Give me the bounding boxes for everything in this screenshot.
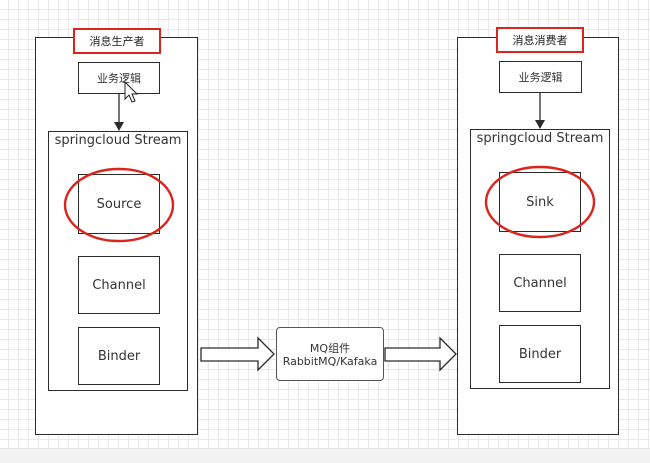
mq-box [276, 327, 384, 381]
producer-binder-box: Binder [78, 327, 160, 385]
producer-logic-box: 业务逻辑 [78, 62, 160, 94]
consumer-channel-box: Channel [499, 254, 581, 312]
producer-to-mq-arrow [200, 336, 275, 372]
source-box: Source [78, 174, 160, 234]
mq-title: MQ组件 [309, 342, 351, 355]
diagram-canvas: 消息生产者 业务逻辑 springcloud Stream Source Cha… [0, 0, 650, 448]
producer-stream-label: springcloud Stream [54, 133, 182, 148]
producer-channel-box: Channel [78, 256, 160, 314]
consumer-stream-label: springcloud Stream [476, 131, 604, 146]
mq-subtitle: RabbitMQ/Kafaka [282, 355, 378, 368]
sink-box: Sink [499, 172, 581, 232]
producer-title: 消息生产者 [73, 28, 161, 54]
consumer-logic-box: 业务逻辑 [499, 61, 582, 93]
footer-band [0, 448, 650, 463]
mq-to-consumer-arrow [384, 336, 457, 372]
consumer-binder-box: Binder [499, 325, 581, 383]
consumer-title: 消息消费者 [496, 27, 584, 53]
